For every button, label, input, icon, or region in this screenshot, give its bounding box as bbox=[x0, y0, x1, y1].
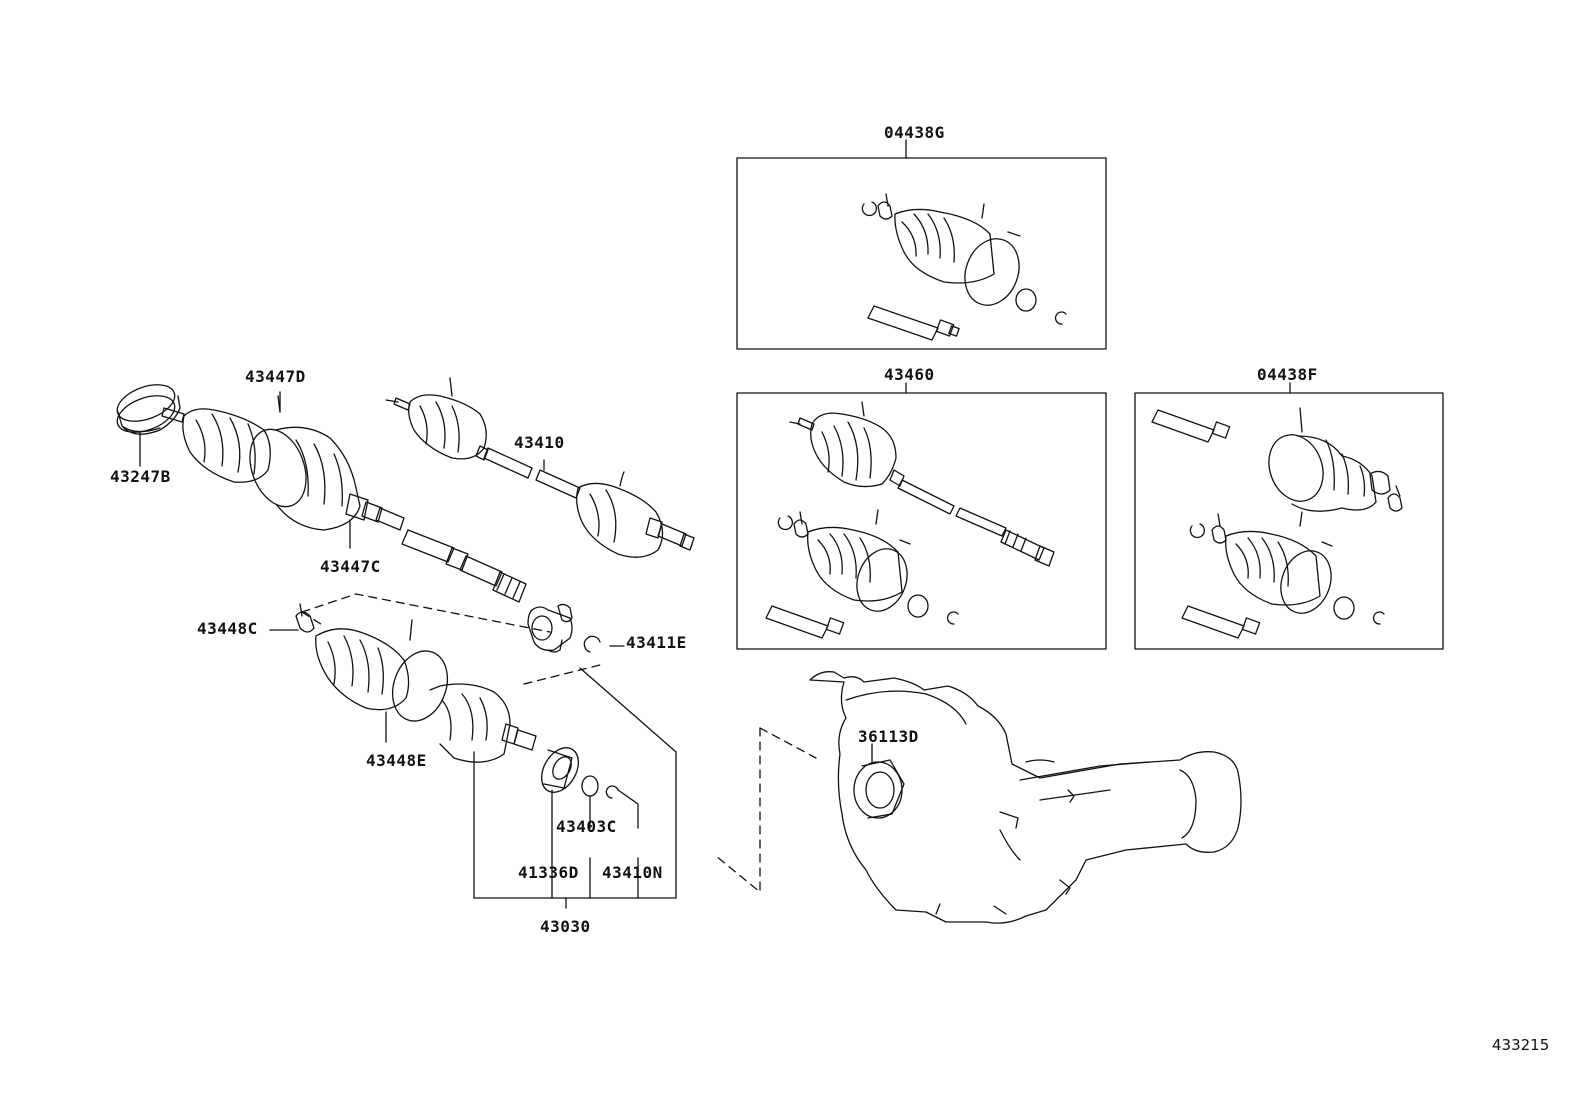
snap-ring-43410N bbox=[605, 785, 639, 879]
part-label-43460: 43460 bbox=[884, 365, 935, 384]
kit-box-04438G bbox=[736, 139, 1107, 350]
kit-box-04438F bbox=[1134, 382, 1444, 650]
part-label-43410N: 43410N bbox=[602, 863, 663, 882]
dust-cover-43247B bbox=[116, 384, 181, 435]
part-label-43403C: 43403C bbox=[556, 817, 617, 836]
tripod-joint-43411E bbox=[527, 603, 625, 653]
leader-lines bbox=[139, 391, 873, 763]
part-label-04438G: 04438G bbox=[884, 123, 945, 142]
part-label-41336D: 41336D bbox=[518, 863, 579, 882]
part-label-43410: 43410 bbox=[514, 433, 565, 452]
part-label-43411E: 43411E bbox=[626, 633, 687, 652]
inboard-joint-assembly bbox=[295, 603, 537, 763]
part-label-36113D: 36113D bbox=[858, 727, 919, 746]
differential-housing bbox=[809, 671, 1242, 924]
kit-box-43460 bbox=[736, 382, 1107, 650]
dashed-kit-outline bbox=[301, 593, 817, 893]
assembly-bracket-43030 bbox=[473, 667, 677, 909]
part-label-43447D: 43447D bbox=[245, 367, 306, 386]
part-label-04438F: 04438F bbox=[1257, 365, 1318, 384]
diagram-reference-number: 433215 bbox=[1492, 1036, 1550, 1054]
outboard-joint-assembly bbox=[161, 395, 405, 549]
part-label-43030: 43030 bbox=[540, 917, 591, 936]
part-label-43448C: 43448C bbox=[197, 619, 258, 638]
part-label-43247B: 43247B bbox=[110, 467, 171, 486]
o-ring-43403C bbox=[581, 775, 599, 879]
oil-seal-41336D bbox=[541, 747, 579, 879]
axle-shaft-43410 bbox=[385, 377, 695, 603]
part-label-43448E: 43448E bbox=[366, 751, 427, 770]
part-label-43447C: 43447C bbox=[320, 557, 381, 576]
